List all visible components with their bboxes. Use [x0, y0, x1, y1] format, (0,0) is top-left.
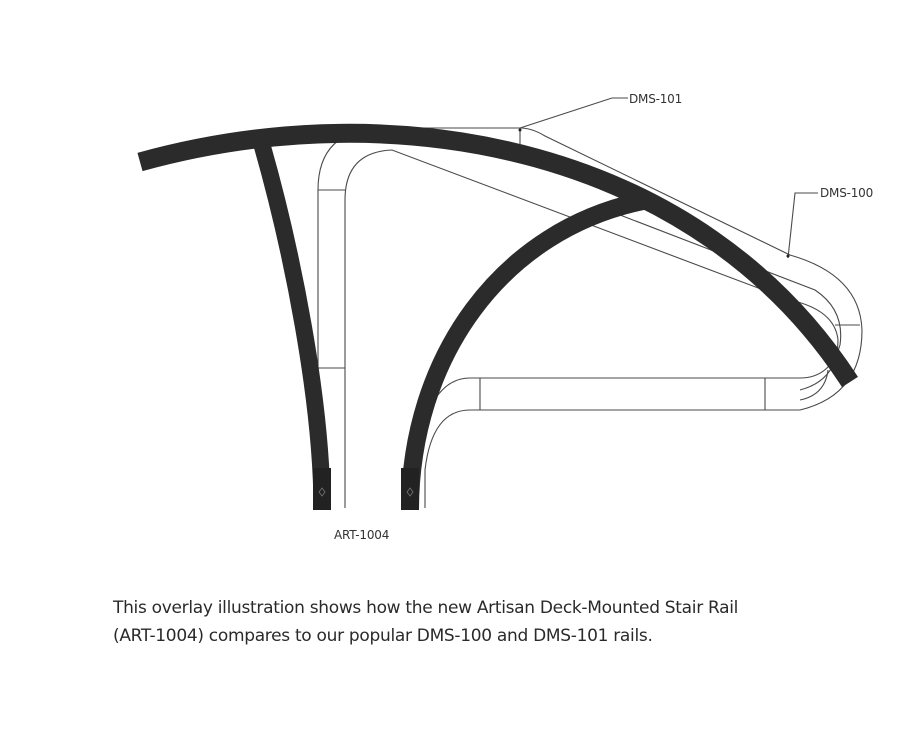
caption-line-1: This overlay illustration shows how the … — [113, 598, 739, 618]
dms-100-leader — [787, 192, 818, 259]
dms-100-outline — [470, 214, 842, 379]
art-1004-rail — [137, 123, 858, 511]
label-art-1004: ART-1004 — [334, 528, 390, 542]
dms-100-lower — [799, 369, 829, 401]
left-post — [253, 142, 331, 511]
dms-101-leader — [519, 97, 628, 129]
joint-lines — [318, 128, 860, 410]
top-rail — [137, 123, 858, 388]
post-sleeves — [313, 468, 419, 510]
label-dms-100: DMS-100 — [820, 186, 874, 200]
caption-line-2: (ART-1004) compares to our popular DMS-1… — [113, 626, 653, 646]
label-dms-101: DMS-101 — [629, 92, 683, 106]
caption: This overlay illustration shows how the … — [113, 594, 738, 650]
right-post — [401, 191, 650, 511]
